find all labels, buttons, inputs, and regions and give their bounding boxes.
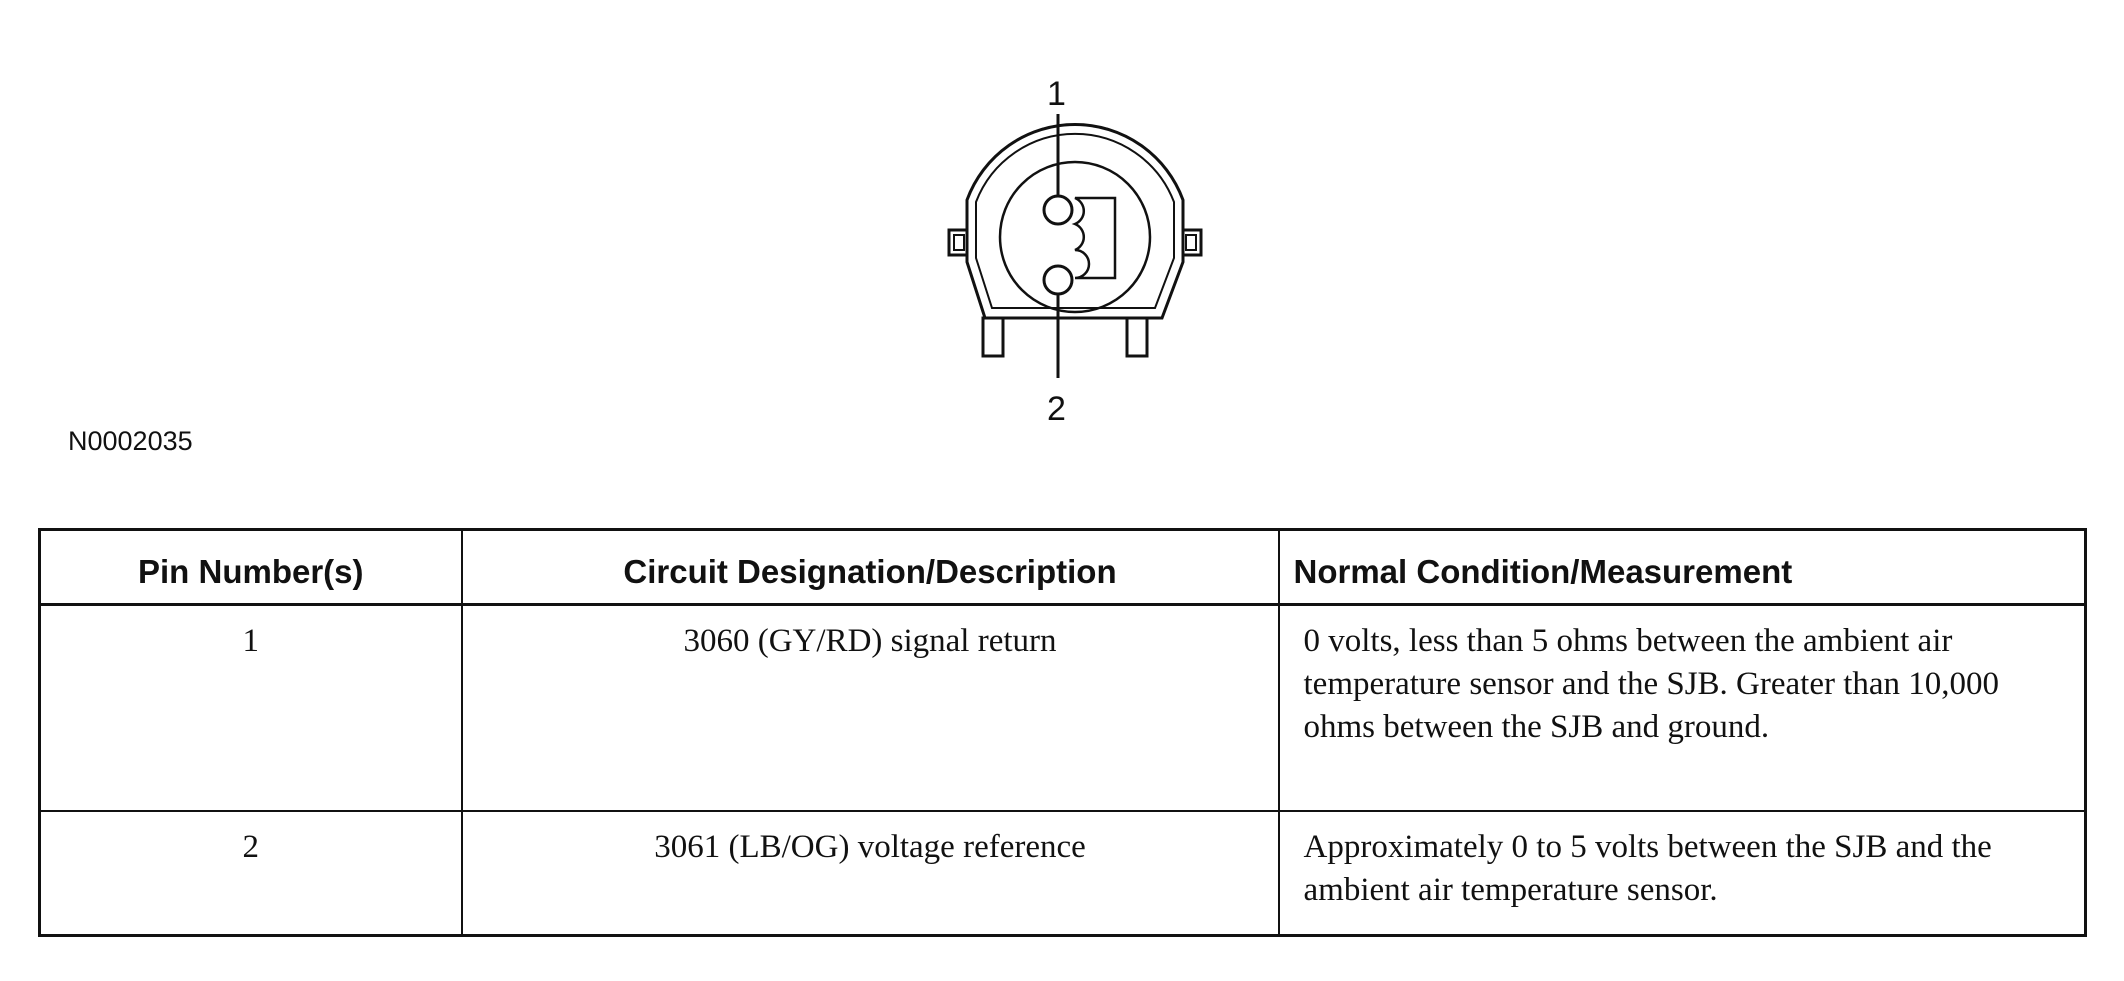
right-lock-tab <box>1181 228 1203 257</box>
left-leg <box>981 316 1005 358</box>
connector-housing-outer <box>965 123 1185 320</box>
pin-number-cell: 1 <box>38 603 463 812</box>
terminal-cavity <box>998 160 1152 314</box>
connector-housing-inner <box>975 132 1175 309</box>
pin-chart-table: Pin Number(s) Circuit Designation/Descri… <box>38 528 2087 937</box>
pin-1-label: 1 <box>1047 75 1066 113</box>
header-pin-number: Pin Number(s) <box>38 528 463 606</box>
left-lock-tab-inner <box>953 234 965 251</box>
right-lock-tab-inner <box>1185 234 1197 251</box>
figure-id: N0002035 <box>68 426 193 456</box>
table-row: 1 3060 (GY/RD) signal return 0 volts, le… <box>38 603 2087 812</box>
condition-cell: 0 volts, less than 5 ohms between the am… <box>1277 603 2087 812</box>
pin-2-label: 2 <box>1047 390 1066 428</box>
pin-number-cell: 2 <box>38 810 463 937</box>
pin-2-terminal <box>1042 264 1074 296</box>
circuit-cell: 3060 (GY/RD) signal return <box>460 603 1280 812</box>
circuit-cell: 3061 (LB/OG) voltage reference <box>460 810 1280 937</box>
keyway <box>1071 196 1117 280</box>
header-circuit-designation: Circuit Designation/Description <box>460 528 1280 606</box>
pin-1-terminal <box>1042 194 1074 226</box>
condition-cell: Approximately 0 to 5 volts between the S… <box>1277 810 2087 937</box>
connector-face-drawing: 1 2 <box>947 75 1203 428</box>
right-leg <box>1125 316 1149 358</box>
connector-diagram: 1 2 <box>900 50 1280 450</box>
table-row: 2 3061 (LB/OG) voltage reference Approxi… <box>38 810 2087 937</box>
table-header-row: Pin Number(s) Circuit Designation/Descri… <box>38 528 2087 606</box>
header-normal-condition: Normal Condition/Measurement <box>1277 528 2087 606</box>
left-lock-tab <box>947 228 969 257</box>
